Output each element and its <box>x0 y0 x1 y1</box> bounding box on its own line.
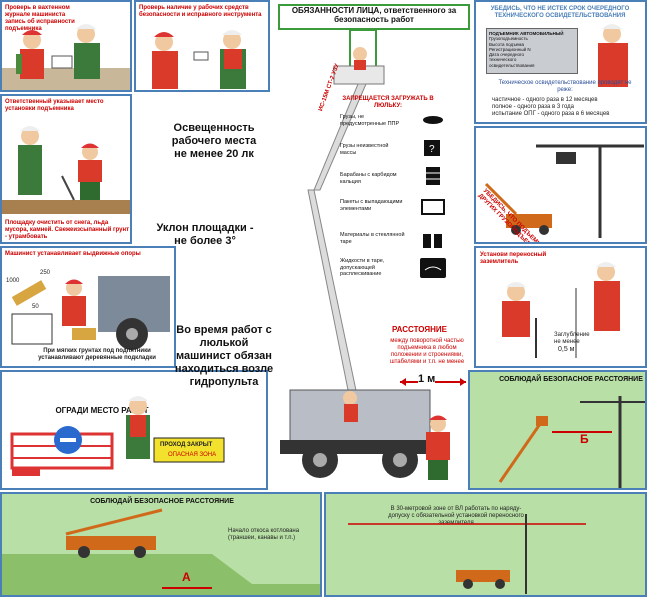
hydro-text: Во время работ с люлькой машинист обязан… <box>174 324 274 388</box>
site-illustration <box>2 126 130 214</box>
glass-container-icon <box>420 228 446 248</box>
inspection-freq-1: частичное - одного раза в 12 месяцев <box>492 97 598 103</box>
zone-note: В 30-метровой зоне от ВЛ работать по нар… <box>388 506 524 526</box>
panel-equipment-text: Проверь наличие у рабочих средств безопа… <box>139 5 262 18</box>
forbidden-item-5: Материалы в стеклянной таре <box>340 232 405 245</box>
slope-distance-note: Начало откоса котлована (траншеи, канавы… <box>228 528 300 541</box>
panel-outriggers: Машинист устанавливает выдвижные опоры 1… <box>0 246 176 368</box>
dim-250: 250 <box>40 270 51 276</box>
workers-illustration <box>2 24 130 90</box>
panel-site-text: Ответственный указывает место установки … <box>5 99 104 112</box>
panel-outriggers-footer: При мягких грунтах под подпятники устана… <box>38 348 156 361</box>
inspection-freq-2: полное - одного раза в 3 года <box>492 104 575 110</box>
lighting-text: Освещенность рабочего места не менее 20 … <box>171 122 257 160</box>
grounding-illustration <box>502 262 620 358</box>
power-line-label: Б <box>580 432 589 446</box>
panel-site-footer: Площадку очистить от снега, льда мусора,… <box>5 220 130 240</box>
panel-power-line: СОБЛЮДАЙ БЕЗОПАСНОЕ РАССТОЯНИЕ Б <box>468 370 647 490</box>
cargo-icon <box>420 110 446 130</box>
fence-illustration <box>10 396 225 476</box>
inspection-plate: ПОДЪЕМНИК АВТОМОБИЛЬНЫЙ Грузоподъемность… <box>486 28 578 74</box>
panel-grounding: Установи переносный заземлитель Заглубле… <box>474 246 647 368</box>
panel-fence: ОГРАДИ МЕСТО РАБОТ ПРОХОД ЗАКРЫТ ОПАСНАЯ… <box>0 370 268 490</box>
panel-30m-zone: В 30-метровой зоне от ВЛ работать по нар… <box>324 492 647 597</box>
dim-1000: 1000 <box>6 278 20 284</box>
unknown-mass-icon: ? <box>420 138 446 158</box>
slope-distance-title: СОБЛЮДАЙ БЕЗОПАСНОЕ РАССТОЯНИЕ <box>90 498 234 505</box>
plate-line: ПОДЪЕМНИК АВТОМОБИЛЬНЫЙ <box>489 31 564 36</box>
workers-illustration <box>152 30 246 89</box>
package-icon <box>420 196 446 216</box>
panel-journal-text: Проверь в вахтенном журнале машиниста за… <box>5 5 75 32</box>
forbidden-item-2: Грузы неизвестной массы <box>340 143 389 156</box>
slope-illustration <box>2 508 320 595</box>
distance-title: РАССТОЯНИЕ <box>392 325 447 334</box>
inspection-freq-3: испытание ОПГ - одного раза в 6 месяцев <box>492 111 610 117</box>
forbidden-item-4: Пакеты с выпадающими элементами <box>340 199 403 212</box>
slope-distance-label: А <box>182 570 191 584</box>
power-line-illustration <box>498 396 645 488</box>
inspector-illustration <box>598 24 628 87</box>
forbidden-item-6: Жидкости в таре, допускающей расплескива… <box>340 258 385 277</box>
inspection-title: УБЕДИСЬ, ЧТО НЕ ИСТЕК СРОК ОЧЕРЕДНОГО ТЕ… <box>490 6 630 19</box>
panel-slope-distance: СОБЛЮДАЙ БЕЗОПАСНОЕ РАССТОЯНИЕ Начало от… <box>0 492 322 597</box>
plate-line: технического <box>489 57 517 63</box>
forbidden-item-3: Барабаны с карбидом кальция <box>340 172 397 185</box>
sign-closed: ПРОХОД ЗАКРЫТ <box>160 442 213 448</box>
power-line-title: СОБЛЮДАЙ БЕЗОПАСНОЕ РАССТОЯНИЕ <box>499 376 643 383</box>
plate-line: Грузоподъемность <box>489 36 528 42</box>
outriggers-illustration <box>11 276 170 350</box>
distance-text: между поворотной частью подъемника в люб… <box>389 338 465 365</box>
panel-fence-title: ОГРАДИ МЕСТО РАБОТ <box>55 406 149 415</box>
panel-outriggers-text: Машинист устанавливает выдвижные опоры <box>5 251 141 257</box>
panel-journal-check: Проверь в вахтенном журнале машиниста за… <box>0 0 132 92</box>
panel-equipment-check: Проверь наличие у рабочих средств безопа… <box>134 0 270 92</box>
plate-line: Регистрационный N <box>489 46 531 52</box>
svg-text:?: ? <box>429 144 435 155</box>
grounding-text: Установи переносный заземлитель <box>480 252 547 265</box>
grounding-depth-label: Заглубление не менее <box>554 332 590 345</box>
plate-line: Дата очередного <box>489 52 525 58</box>
grounding-depth-value: 0,5 м <box>558 346 575 353</box>
worker-right-illustration <box>426 415 450 480</box>
dim-50: 50 <box>32 304 39 310</box>
plate-line: освидетельствования <box>489 62 535 68</box>
sign-danger: ОПАСНАЯ ЗОНА <box>168 452 217 458</box>
drum-icon <box>420 166 446 186</box>
lift-truck-illustration <box>280 29 440 478</box>
forbidden-title: ЗАПРЕЩАЕТСЯ ЗАГРУЖАТЬ В ЛЮЛЬКУ: <box>342 96 434 109</box>
inspection-freq-title: Техническое освидетельствование проводят… <box>498 80 632 93</box>
distance-value: 1 м <box>418 373 436 385</box>
crane-illustration <box>484 144 644 238</box>
zone-illustration <box>348 514 586 594</box>
panel-crane-zone: УБЕДИСЬ, ЧТО ПОДЪЕМНИК УСТАНОВЛЕН ВНЕ ЗО… <box>474 126 647 244</box>
panel-site-location: Ответственный указывает место установки … <box>0 94 132 244</box>
liquid-icon <box>420 258 446 278</box>
slope-text: Уклон площадки - не более 3° <box>156 222 254 247</box>
forbidden-item-1: Грузы, не предусмотренные ППР <box>340 114 400 127</box>
plate-line: Высота подъема <box>489 41 524 47</box>
